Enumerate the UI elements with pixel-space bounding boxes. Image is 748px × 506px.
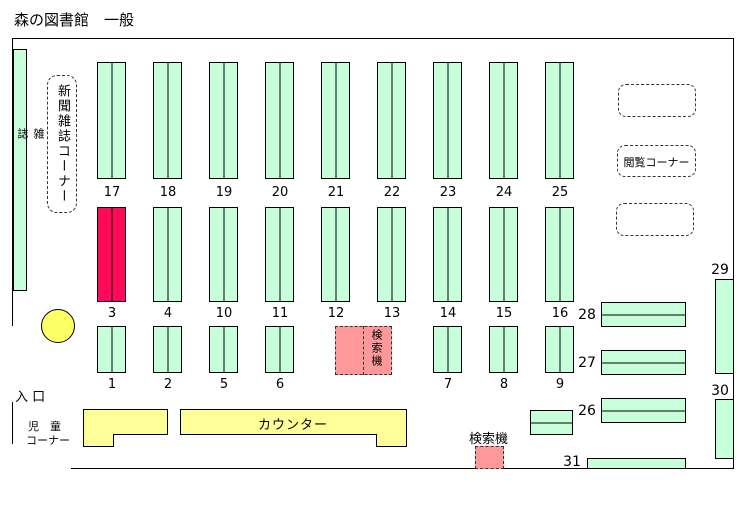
newspaper-corner[interactable] <box>47 75 77 213</box>
shelf-19[interactable] <box>209 62 238 179</box>
shelf-11[interactable] <box>265 207 294 302</box>
shelf-31[interactable] <box>587 458 686 469</box>
search-machine-inner-label: 検索機 <box>370 329 383 368</box>
round-table[interactable] <box>41 309 75 343</box>
shelf-number-8: 8 <box>499 377 509 392</box>
shelf-20[interactable] <box>265 62 294 179</box>
reading-corner[interactable] <box>617 145 696 177</box>
shelf-number-9: 9 <box>555 377 565 392</box>
shelf-number-10: 10 <box>215 306 233 321</box>
magazine-label: 雑誌 <box>16 128 45 179</box>
shelf-small[interactable] <box>530 410 573 435</box>
shelf-number-23: 23 <box>439 185 457 200</box>
shelf-number-31: 31 <box>563 454 581 470</box>
shelf-8[interactable] <box>489 326 518 373</box>
shelf-number-19: 19 <box>215 185 233 200</box>
shelf-number-4: 4 <box>163 306 173 321</box>
shelf-3[interactable] <box>97 207 126 302</box>
shelf-27[interactable] <box>601 350 686 375</box>
shelf-number-25: 25 <box>551 185 569 200</box>
wall-right <box>733 38 734 469</box>
shelf-number-26: 26 <box>578 403 596 419</box>
shelf-22[interactable] <box>377 62 406 179</box>
shelf-number-29: 29 <box>711 262 729 278</box>
shelf-29[interactable] <box>715 279 734 374</box>
shelf-number-2: 2 <box>163 377 173 392</box>
children-corner-label-2: コーナー <box>26 434 70 447</box>
shelf-9[interactable] <box>545 326 574 373</box>
shelf-13[interactable] <box>377 207 406 302</box>
search-machine-label: 検索機 <box>469 432 509 447</box>
shelf-15[interactable] <box>489 207 518 302</box>
shelf-number-20: 20 <box>271 185 289 200</box>
shelf-1[interactable] <box>97 326 126 373</box>
shelf-number-14: 14 <box>439 306 457 321</box>
shelf-28[interactable] <box>601 302 686 327</box>
magazine-shelf[interactable] <box>13 49 27 291</box>
shelf-12[interactable] <box>321 207 350 302</box>
search-machine[interactable] <box>475 446 504 469</box>
wall-bottom <box>71 468 734 469</box>
shelf-number-6: 6 <box>275 377 285 392</box>
main-counter[interactable] <box>180 409 408 447</box>
shelf-number-22: 22 <box>383 185 401 200</box>
children-corner-label-1: 児 童 <box>28 420 61 433</box>
shelf-number-15: 15 <box>495 306 513 321</box>
entrance-label: 入 口 <box>15 390 46 405</box>
shelf-number-13: 13 <box>383 306 401 321</box>
shelf-number-3: 3 <box>107 306 117 321</box>
shelf-number-30: 30 <box>711 383 729 399</box>
reading-table-1[interactable] <box>618 84 696 117</box>
shelf-number-24: 24 <box>495 185 513 200</box>
reading-table-2[interactable] <box>616 203 694 236</box>
shelf-26[interactable] <box>601 398 686 423</box>
shelf-23[interactable] <box>433 62 462 179</box>
wall-top <box>12 38 734 39</box>
shelf-number-18: 18 <box>159 185 177 200</box>
shelf-number-7: 7 <box>443 377 453 392</box>
shelf-24[interactable] <box>489 62 518 179</box>
shelf-7[interactable] <box>433 326 462 373</box>
shelf-14[interactable] <box>433 207 462 302</box>
shelf-number-27: 27 <box>578 355 596 371</box>
shelf-number-21: 21 <box>327 185 345 200</box>
page-title: 森の図書館 一般 <box>14 11 135 29</box>
shelf-number-17: 17 <box>103 185 121 200</box>
shelf-6[interactable] <box>265 326 294 373</box>
shelf-number-5: 5 <box>219 377 229 392</box>
shelf-10[interactable] <box>209 207 238 302</box>
shelf-18[interactable] <box>153 62 182 179</box>
shelf-number-12: 12 <box>327 306 345 321</box>
reading-corner-label: 閲覧コーナー <box>623 156 690 169</box>
shelf-number-1: 1 <box>107 377 117 392</box>
children-counter[interactable] <box>83 409 168 447</box>
shelf-25[interactable] <box>545 62 574 179</box>
shelf-21[interactable] <box>321 62 350 179</box>
shelf-17[interactable] <box>97 62 126 179</box>
shelf-5[interactable] <box>209 326 238 373</box>
shelf-30[interactable] <box>715 399 734 459</box>
newspaper-corner-label: 新聞雑誌コーナー <box>55 84 70 204</box>
shelf-number-11: 11 <box>271 306 289 321</box>
shelf-2[interactable] <box>153 326 182 373</box>
shelf-number-28: 28 <box>578 307 596 323</box>
search-machine-inner-divider <box>363 326 364 375</box>
wall-left <box>12 38 13 326</box>
counter-label: カウンター <box>257 418 328 433</box>
shelf-number-16: 16 <box>551 306 569 321</box>
shelf-4[interactable] <box>153 207 182 302</box>
entrance-wall <box>12 402 13 444</box>
shelf-16[interactable] <box>545 207 574 302</box>
